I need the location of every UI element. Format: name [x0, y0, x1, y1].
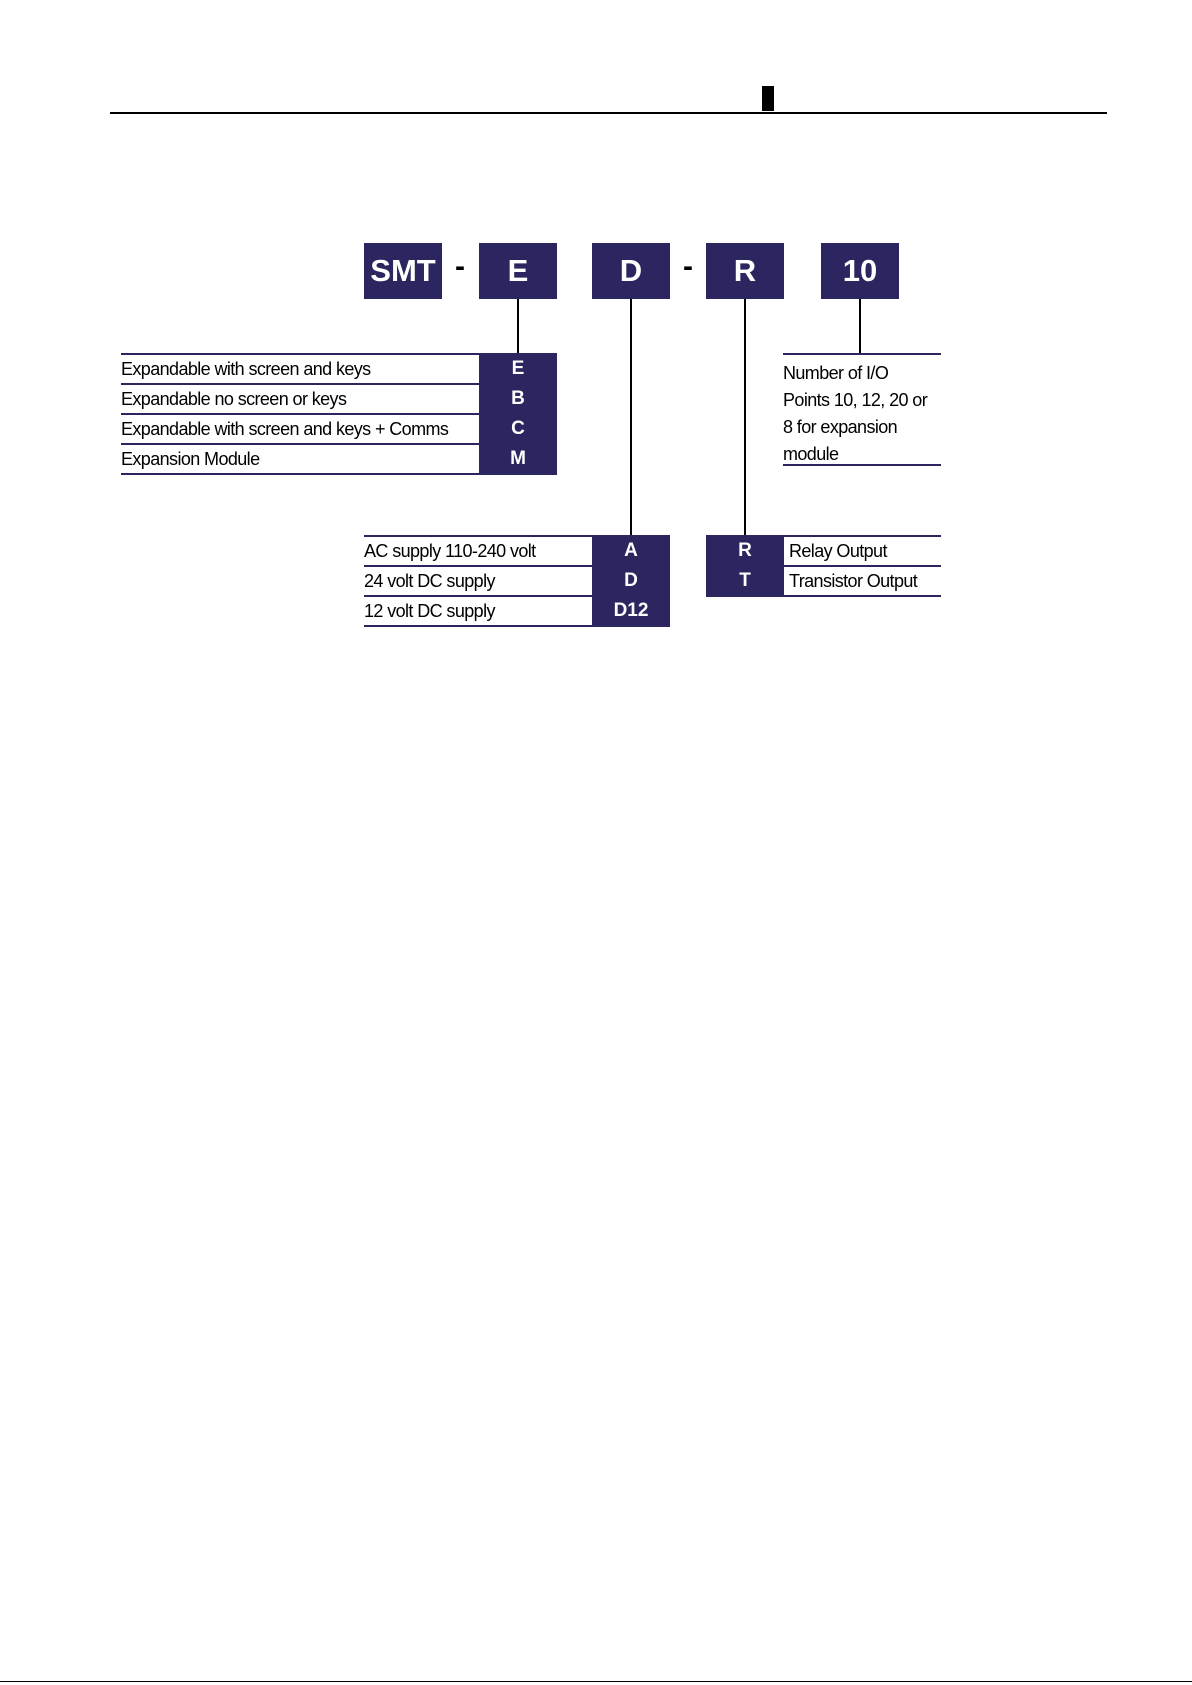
table-row: T Transistor Output — [706, 567, 941, 597]
row-label: Transistor Output — [789, 570, 918, 591]
code-box-series: E — [479, 243, 557, 299]
code-box-smt: SMT — [364, 243, 442, 299]
row-code: C — [479, 415, 557, 443]
row-label: 12 volt DC supply — [364, 600, 495, 621]
header-rule — [110, 112, 1107, 114]
table-row: 12 volt DC supply D12 — [364, 597, 670, 627]
row-code: B — [479, 385, 557, 413]
code-box-output: R — [706, 243, 784, 299]
row-label: AC supply 110-240 volt — [364, 540, 536, 561]
row-code: E — [479, 355, 557, 383]
table-row: AC supply 110-240 volt A — [364, 537, 670, 567]
row-label: 24 volt DC supply — [364, 570, 495, 591]
table-row: R Relay Output — [706, 537, 941, 567]
separator-dash: - — [683, 250, 693, 283]
row-label: Expandable with screen and keys — [121, 358, 371, 379]
io-points-note: Number of I/O Points 10, 12, 20 or 8 for… — [783, 353, 941, 466]
io-note-line: module — [783, 444, 839, 464]
footer-rule — [0, 1681, 1192, 1682]
row-label: Expandable with screen and keys + Comms — [121, 418, 449, 439]
row-code: D12 — [592, 597, 670, 625]
code-box-io: 10 — [821, 243, 899, 299]
connector-output — [744, 299, 746, 536]
table-row: Expandable no screen or keys B — [121, 385, 557, 415]
row-label: Expandable no screen or keys — [121, 388, 347, 409]
series-table: Expandable with screen and keys E Expand… — [121, 353, 557, 475]
table-row: Expansion Module M — [121, 445, 557, 475]
row-code: M — [479, 445, 557, 473]
connector-supply — [630, 299, 632, 536]
row-code: D — [592, 567, 670, 595]
connector-io — [859, 299, 861, 354]
connector-series — [517, 299, 519, 354]
row-label: Relay Output — [789, 540, 887, 561]
code-box-supply: D — [592, 243, 670, 299]
separator-dash: - — [455, 250, 465, 283]
io-note-line: Number of I/O — [783, 363, 889, 383]
output-table: R Relay Output T Transistor Output — [706, 535, 941, 597]
io-note-line: 8 for expansion — [783, 417, 898, 437]
header-marker — [762, 86, 774, 111]
row-code: R — [706, 537, 784, 565]
supply-table: AC supply 110-240 volt A 24 volt DC supp… — [364, 535, 670, 627]
row-code: A — [592, 537, 670, 565]
io-note-line: Points 10, 12, 20 or — [783, 390, 928, 410]
table-row: Expandable with screen and keys + Comms … — [121, 415, 557, 445]
table-row: 24 volt DC supply D — [364, 567, 670, 597]
row-label: Expansion Module — [121, 448, 260, 469]
row-code: T — [706, 567, 784, 595]
table-row: Expandable with screen and keys E — [121, 355, 557, 385]
